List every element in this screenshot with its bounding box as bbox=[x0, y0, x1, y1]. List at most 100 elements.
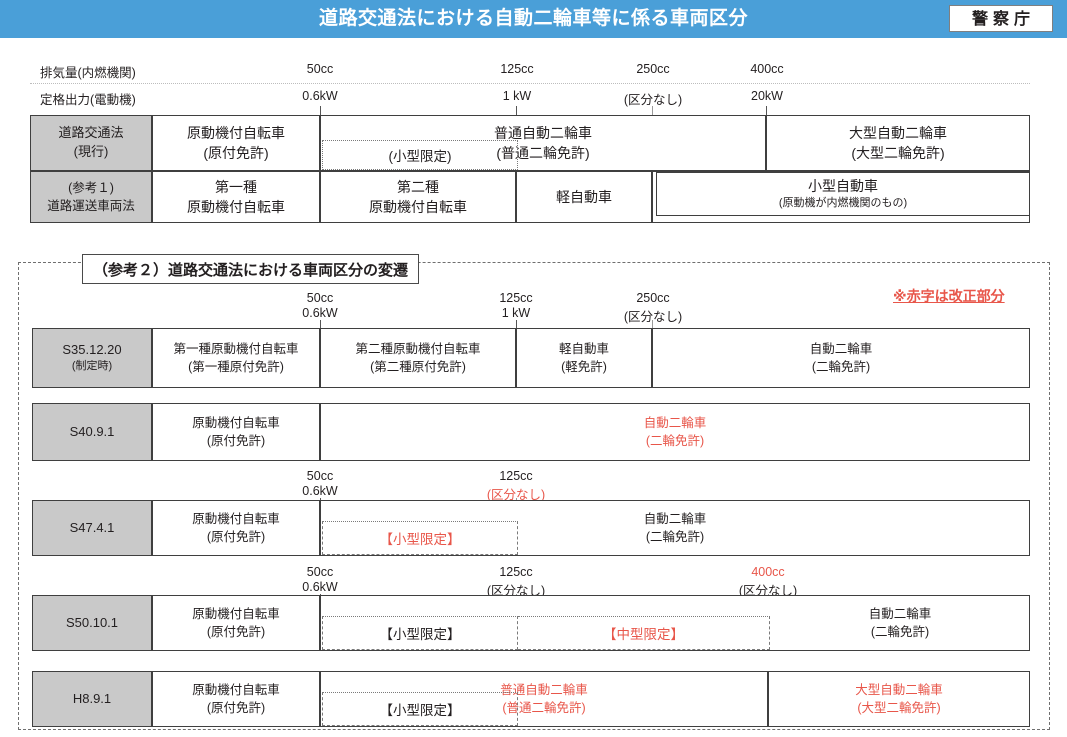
h8-cell-2: 普通自動二輪車 (普通二輪免許) bbox=[320, 671, 768, 727]
s47-inset-kogata-gentei: 【小型限定】 bbox=[322, 521, 518, 555]
period-sublabel: (制定時) bbox=[71, 360, 113, 373]
s50-axis-cc-125: 125cc bbox=[499, 565, 533, 579]
cell-kogata-jidousha: 小型自動車 (原動機が内燃機関のもの) bbox=[656, 172, 1030, 216]
period-label: H8.9.1 bbox=[72, 690, 112, 706]
cell-line2: (原付免許) bbox=[206, 625, 266, 639]
cell-line1: 軽自動車 bbox=[558, 341, 609, 356]
cell-line1: 第一種 bbox=[215, 178, 257, 195]
cell-line2: (普通二輪免許) bbox=[502, 701, 586, 715]
s47-axis-cc-50: 50cc bbox=[306, 469, 334, 483]
period-label: S40.9.1 bbox=[69, 423, 115, 439]
s50-axis-cc-400: 400cc bbox=[751, 565, 785, 579]
axis-tick-label-no-division-250: (区分なし) bbox=[623, 93, 683, 107]
cell-line1: 自動二輪車 bbox=[643, 415, 707, 430]
cell-line1: 自動二輪車 bbox=[868, 606, 932, 621]
h8-cell-1: 原動機付自転車 (原付免許) bbox=[152, 671, 320, 727]
cell-line2: 原動機付自転車 bbox=[369, 199, 467, 215]
axis-tick-label-50cc: 50cc bbox=[306, 62, 334, 76]
scale-label-displacement: 排気量(内燃機関) bbox=[40, 66, 136, 80]
cell-kei-jidousha: 軽自動車 bbox=[516, 171, 652, 223]
axis-tick-label-1kw: 1 kW bbox=[502, 89, 532, 103]
cell-line1: 第二種原動機付自転車 bbox=[355, 341, 481, 356]
cell-line2: (軽免許) bbox=[561, 360, 607, 374]
cell-line2: (二輪免許) bbox=[811, 360, 871, 374]
revision-legend-note: ※赤字は改正部分 bbox=[893, 288, 1005, 304]
cell-line2: (第二種原付免許) bbox=[370, 360, 466, 374]
row-header-current-law: 道路交通法 (現行) bbox=[30, 115, 152, 171]
s47-cell-2: 自動二輪車 (二輪免許) bbox=[320, 500, 1030, 556]
s35-cell-3: 軽自動車 (軽免許) bbox=[516, 328, 652, 388]
history-section-caption: （参考２）道路交通法における車両区分の変遷 bbox=[82, 254, 420, 284]
s35-cell-4: 自動二輪車 (二輪免許) bbox=[652, 328, 1030, 388]
row-header-vehicle-act: (参考１) 道路運送車両法 bbox=[30, 171, 152, 223]
axis-tick-label-250cc: 250cc bbox=[636, 62, 670, 76]
cell-line1: 原動機付自転車 bbox=[187, 124, 285, 141]
cell-line2: (原動機が内燃機関のもの) bbox=[778, 197, 908, 210]
cell-line1: 大型自動二輪車 bbox=[855, 682, 943, 697]
cell-line2: (大型二輪免許) bbox=[851, 145, 945, 161]
history-row-label-s40: S40.9.1 bbox=[32, 403, 152, 461]
s50-axis-cc-50: 50cc bbox=[306, 565, 334, 579]
s50-cell-2: 自動二輪車 (二輪免許) bbox=[320, 595, 1030, 651]
s47-axis-kw-none: (区分なし) bbox=[486, 488, 546, 502]
cell-line1: 第一種原動機付自転車 bbox=[173, 341, 299, 356]
axis-tick-label-400cc: 400cc bbox=[750, 62, 784, 76]
s50-axis-kw-none-400: (区分なし) bbox=[738, 584, 798, 598]
s35-axis-cc-250: 250cc bbox=[636, 291, 670, 305]
tick-250cc bbox=[652, 106, 653, 119]
s50-inset-chugata-gentei: 【中型限定】 bbox=[518, 616, 770, 650]
tick-400cc bbox=[766, 106, 767, 119]
cell-line1: 普通自動二輪車 bbox=[494, 124, 592, 141]
s50-inset-kogata-gentei: 【小型限定】 bbox=[322, 616, 518, 650]
cell-gentsuki: 原動機付自転車 (原付免許) bbox=[152, 115, 320, 171]
s35-tick-50cc bbox=[320, 320, 321, 332]
s35-axis-cc-125: 125cc bbox=[499, 291, 533, 305]
s35-tick-125cc bbox=[516, 320, 517, 332]
s47-axis-kw-0-6: 0.6kW bbox=[302, 484, 338, 498]
cell-line2: (二輪免許) bbox=[645, 530, 705, 544]
s35-axis-kw-1: 1 kW bbox=[501, 306, 531, 320]
tick-50cc bbox=[320, 106, 321, 119]
agency-badge: 警察庁 bbox=[949, 5, 1053, 32]
cell-line1: 大型自動二輪車 bbox=[849, 124, 947, 141]
cell-line1: 自動二輪車 bbox=[809, 341, 873, 356]
history-row-label-s50: S50.10.1 bbox=[32, 595, 152, 651]
cell-line1: 小型自動車 bbox=[808, 177, 878, 194]
s50-axis-kw-0-6: 0.6kW bbox=[302, 580, 338, 594]
s47-cell-1: 原動機付自転車 (原付免許) bbox=[152, 500, 320, 556]
s35-cell-2: 第二種原動機付自転車 (第二種原付免許) bbox=[320, 328, 516, 388]
cell-line1: 軽自動車 bbox=[556, 188, 612, 205]
s35-axis-kw-0-6: 0.6kW bbox=[302, 306, 338, 320]
axis-tick-label-0-6kw: 0.6kW bbox=[302, 89, 338, 103]
s35-axis-kw-none: (区分なし) bbox=[623, 310, 683, 324]
inset-kogata-gentei-current: (小型限定) bbox=[322, 140, 518, 170]
cell-line2: (原付免許) bbox=[206, 701, 266, 715]
cell-line1: 普通自動二輪車 bbox=[500, 682, 588, 697]
header-bar bbox=[0, 0, 1067, 38]
s35-axis-cc-50: 50cc bbox=[306, 291, 334, 305]
s40-cell-1: 原動機付自転車 (原付免許) bbox=[152, 403, 320, 461]
cell-line2: (原付免許) bbox=[206, 434, 266, 448]
cell-line2: (第一種原付免許) bbox=[188, 360, 284, 374]
s50-cell-1: 原動機付自転車 (原付免許) bbox=[152, 595, 320, 651]
cell-line2: (二輪免許) bbox=[645, 434, 705, 448]
cell-daiisshu-gentsuki: 第一種 原動機付自転車 bbox=[152, 171, 320, 223]
cell-line2: (二輪免許) bbox=[870, 625, 930, 639]
scale-label-rated-power: 定格出力(電動機) bbox=[40, 93, 136, 107]
cell-line1: 原動機付自転車 bbox=[192, 682, 280, 697]
axis-tick-label-125cc: 125cc bbox=[500, 62, 534, 76]
cell-dainishu-gentsuki: 第二種 原動機付自転車 bbox=[320, 171, 516, 223]
cell-line1: 第二種 bbox=[397, 178, 439, 195]
s40-cell-2: 自動二輪車 (二輪免許) bbox=[320, 403, 1030, 461]
tick-125cc bbox=[516, 106, 517, 119]
page-title: 道路交通法における自動二輪車等に係る車両区分 bbox=[318, 8, 748, 29]
period-label: S50.10.1 bbox=[65, 614, 119, 630]
h8-inset-kogata-gentei: 【小型限定】 bbox=[322, 692, 518, 726]
cell-ogata-nirin: 大型自動二輪車 (大型二輪免許) bbox=[766, 115, 1030, 171]
cell-line2: (大型二輪免許) bbox=[857, 701, 941, 715]
s35-cell-1: 第一種原動機付自転車 (第一種原付免許) bbox=[152, 328, 320, 388]
scale-divider bbox=[30, 83, 1030, 84]
s50-axis-kw-none-125: (区分なし) bbox=[486, 584, 546, 598]
cell-line1: 自動二輪車 bbox=[643, 511, 707, 526]
row-header-line2: (現行) bbox=[73, 144, 109, 159]
